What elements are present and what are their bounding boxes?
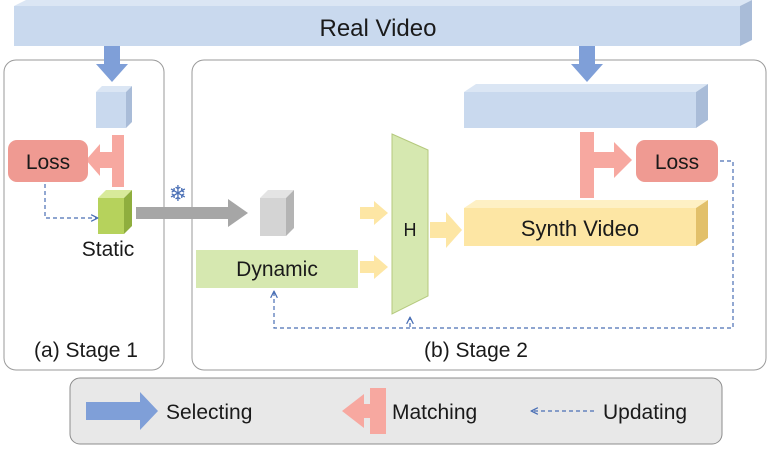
h-generator xyxy=(391,133,429,315)
h-to-synth-arrow xyxy=(430,212,462,248)
real-video-bar xyxy=(14,0,752,46)
stage1-loss-box xyxy=(8,140,88,182)
stage1-real-clip-cube xyxy=(96,86,132,128)
dynamic-to-h-arrow xyxy=(360,255,388,279)
select-arrow-stage1 xyxy=(96,46,128,82)
synth-video-bar xyxy=(464,200,708,246)
snowflake-icon: ❄ xyxy=(169,182,187,207)
legend-selecting-arrow xyxy=(86,392,158,430)
stage2-caption: (b) Stage 2 xyxy=(424,339,528,362)
stage1-match-stem xyxy=(112,135,124,187)
dynamic-box xyxy=(196,250,358,288)
stage2-loss-label: Loss xyxy=(655,151,699,174)
legend-matching-stem xyxy=(370,388,386,434)
stage1-caption: (a) Stage 1 xyxy=(34,339,138,362)
static-label: Static xyxy=(82,238,135,261)
legend-box xyxy=(69,377,723,445)
stage2-real-clip-bar xyxy=(464,84,708,128)
select-arrow-stage2 xyxy=(571,46,603,82)
legend-updating-label: Updating xyxy=(603,401,687,424)
stage1-match-arrow xyxy=(86,144,112,176)
frozen-static-cube xyxy=(260,190,294,236)
h-label: H xyxy=(404,220,417,240)
legend-matching-label: Matching xyxy=(392,401,477,424)
stage2-update-line-to-h xyxy=(410,160,734,329)
synth-video-label: Synth Video xyxy=(521,216,639,241)
stage2-update-line-to-dynamic xyxy=(274,292,410,329)
stage2-match-stem xyxy=(580,132,594,198)
transfer-arrow xyxy=(136,199,248,227)
static-cube xyxy=(98,190,132,234)
stage2-match-arrow xyxy=(594,142,632,178)
static-to-h-arrow xyxy=(360,201,388,225)
stage1-loss-label: Loss xyxy=(26,151,70,174)
dynamic-label: Dynamic xyxy=(236,258,318,281)
legend-selecting-label: Selecting xyxy=(166,401,252,424)
real-video-label: Real Video xyxy=(320,15,437,42)
legend-matching-arrow xyxy=(342,394,384,428)
stage2-loss-box xyxy=(636,140,718,182)
